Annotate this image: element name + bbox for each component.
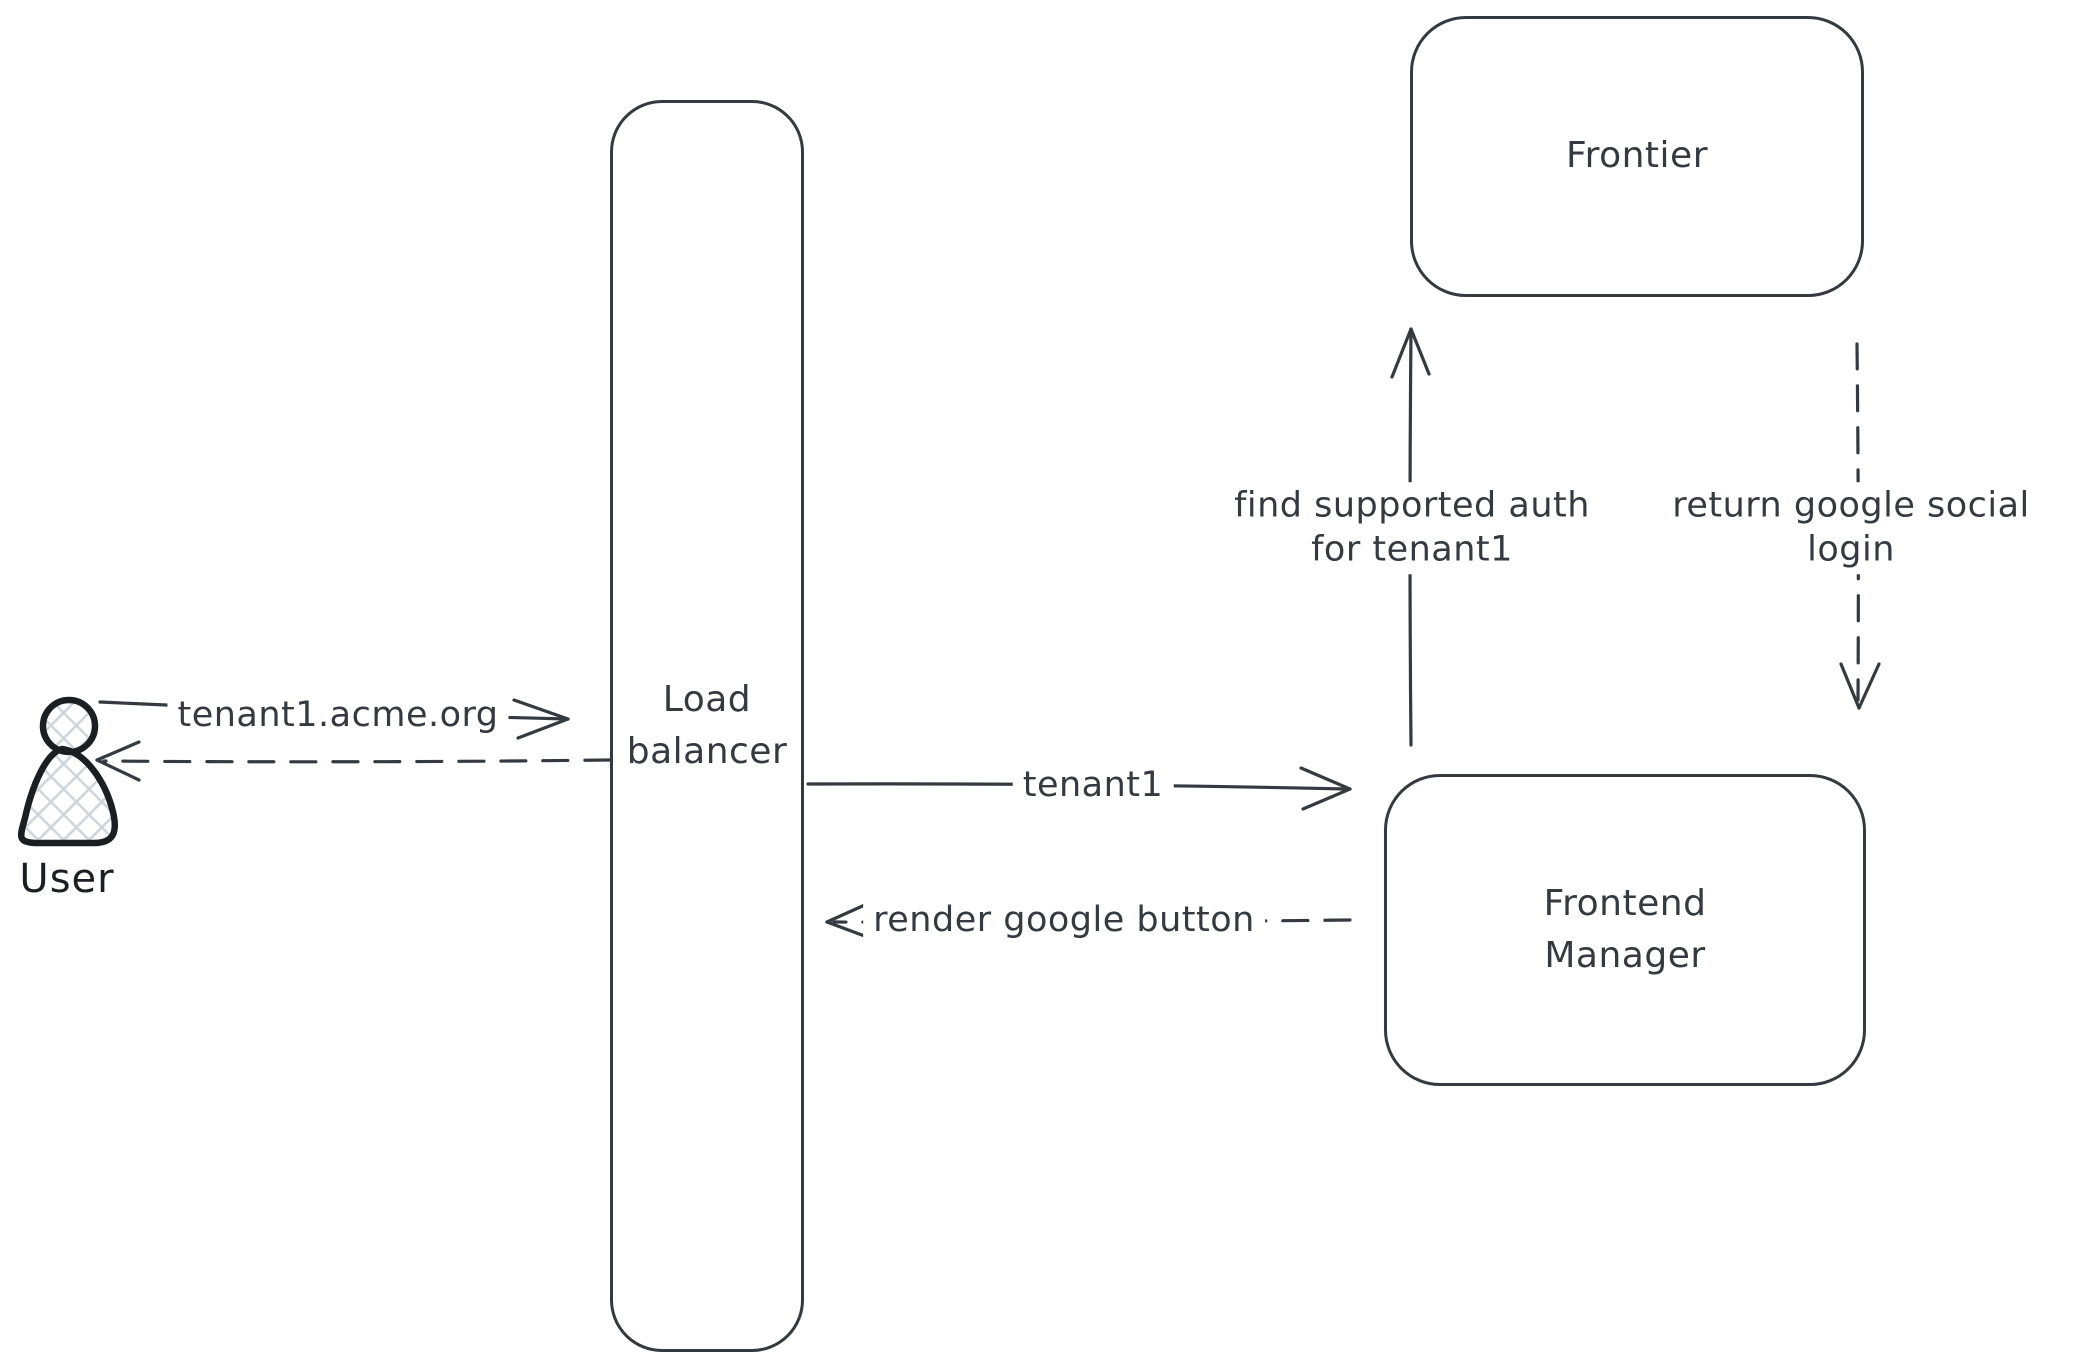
node-frontier: Frontier xyxy=(1410,16,1864,297)
user-label: User xyxy=(19,856,115,902)
edge-label-find-supported-auth: find supported auth for tenant1 xyxy=(1224,482,1600,574)
node-load-balancer-label: Load balancer xyxy=(626,678,788,772)
edge-label-return-google-social-login: return google social login xyxy=(1662,482,2040,574)
node-frontend-manager-label: Frontend Manager xyxy=(1543,882,1707,976)
edge-label-tenant1: tenant1 xyxy=(1012,762,1174,810)
edge-label-render-google-button: render google button xyxy=(863,897,1265,945)
edge-lb-to-user xyxy=(95,740,612,782)
user-icon xyxy=(17,696,119,847)
node-frontier-label: Frontier xyxy=(1565,135,1708,177)
node-load-balancer: Load balancer xyxy=(610,100,804,1352)
edge-label-tenant1-acme-org: tenant1.acme.org xyxy=(167,692,509,740)
node-frontend-manager: Frontend Manager xyxy=(1384,774,1866,1086)
